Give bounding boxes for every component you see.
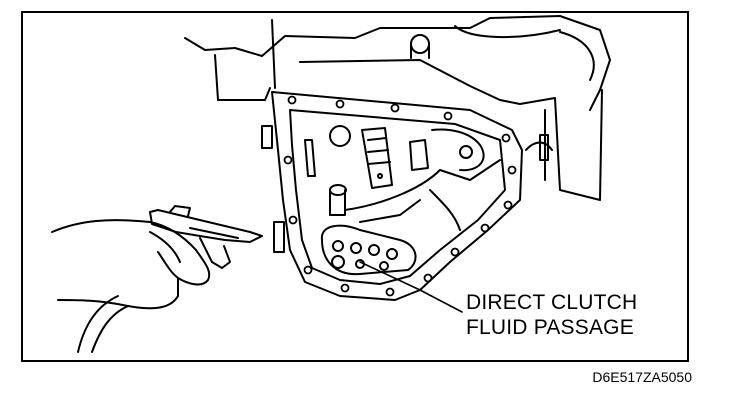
valve-body-area	[304, 125, 553, 231]
side-lugs	[261, 125, 285, 253]
fluid-passage-ports	[320, 224, 417, 276]
upper-housing	[184, 15, 611, 201]
bolt-holes	[283, 95, 517, 297]
callout-line-1: DIRECT CLUTCH	[466, 291, 638, 314]
hand-with-air-gun-icon	[51, 205, 263, 353]
callout-leader	[359, 261, 463, 313]
callout-line-2: FLUID PASSAGE	[466, 316, 634, 339]
figure-code: D6E517ZA5050	[592, 369, 692, 385]
direct-clutch-fluid-passage-label: DIRECT CLUTCH FLUID PASSAGE	[466, 290, 637, 340]
figure-frame	[21, 11, 689, 362]
